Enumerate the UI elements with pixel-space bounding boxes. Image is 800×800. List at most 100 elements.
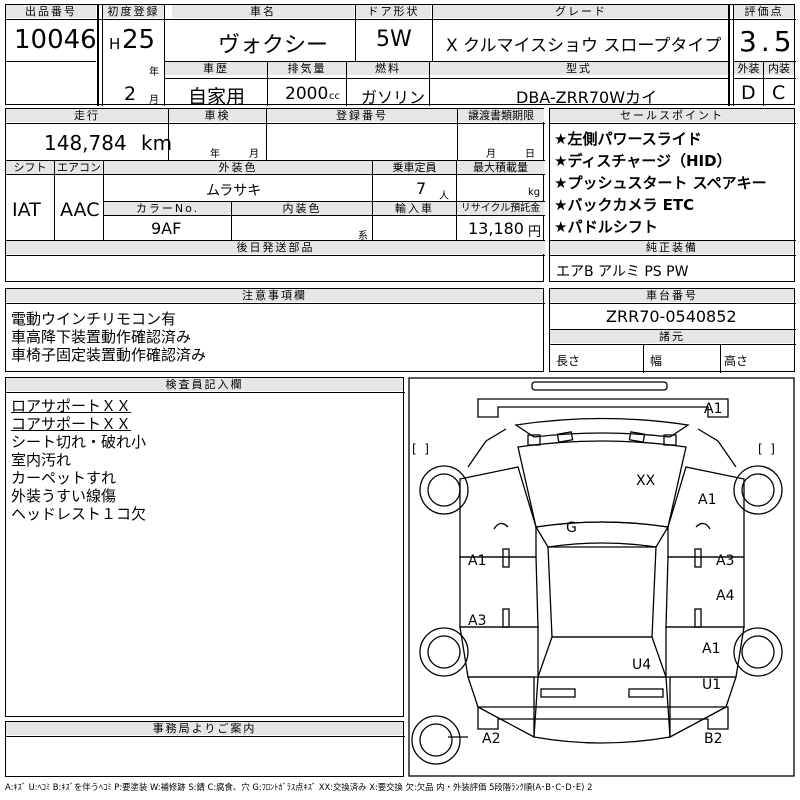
era-letter: H — [109, 35, 121, 53]
shift: IAT — [12, 199, 41, 221]
model-label: 型式 — [430, 62, 728, 75]
import-label: 輸入車 — [373, 202, 456, 215]
chassis-number: ZRR70-0540852 — [606, 307, 737, 326]
displacement-unit: cc — [329, 91, 340, 102]
office-box: 事務局よりご案内 — [5, 721, 405, 777]
reg-month: 2 — [124, 83, 137, 105]
mark-bracket-right: [ ] — [758, 442, 775, 456]
recycle-unit: 円 — [528, 225, 542, 240]
inspector-label: 検査員記入欄 — [6, 378, 403, 391]
spec-height-label: 高さ — [724, 354, 749, 368]
note-item: 車高降下装置動作確認済み — [11, 328, 192, 346]
name-label: 車名 — [172, 5, 354, 18]
capacity-unit: 人 — [439, 191, 449, 202]
month-unit: 月 — [149, 95, 159, 106]
note-item: 電動ウインチリモコン有 — [11, 310, 177, 328]
sales-point-item: ★ディスチャージ（HID） — [554, 152, 732, 170]
grade-label: グレード — [433, 5, 729, 18]
int-grade: C — [772, 82, 786, 104]
fuel-label: 燃料 — [347, 62, 429, 75]
chassis-box: 車台番号 ZRR70-0540852 諸元 長さ 幅 高さ — [549, 288, 796, 373]
equipment-value: エアB アルミ PS PW — [556, 264, 689, 280]
mark-rear-door-right: A4 — [716, 588, 735, 604]
fuel: ガソリン — [361, 88, 426, 107]
mark-bracket-left: [ ] — [412, 442, 429, 456]
reg-year: 25 — [122, 25, 156, 55]
color: ムラサキ — [206, 183, 262, 199]
sales-points-label: セールスポイント — [550, 109, 794, 122]
year-unit: 年 — [149, 67, 159, 78]
chassis-label: 車台番号 — [550, 289, 794, 302]
mark-front-door-left: A1 — [468, 553, 486, 569]
grade: X クルマイスショウ スロープタイプ — [446, 36, 722, 56]
inspection-year-unit: 年 — [210, 149, 220, 160]
first-reg-label: 初度登録 — [103, 5, 164, 18]
capacity: 7 — [416, 179, 427, 198]
transfer-day-unit: 日 — [525, 149, 535, 160]
note-item: 車椅子固定装置動作確認済み — [11, 346, 207, 364]
recycle-label: リサイクル預託金 — [457, 202, 544, 215]
mark-fender-front-right: A1 — [698, 492, 716, 508]
office-label: 事務局よりご案内 — [6, 722, 403, 735]
sales-points-box: セールスポイント ★左側パワースライド ★ディスチャージ（HID） ★プッシュスター… — [549, 108, 796, 282]
ac: AAC — [60, 199, 100, 221]
color-no: 9AF — [151, 219, 182, 238]
transfer-month-unit: 月 — [486, 149, 496, 160]
reg-label: 登録番号 — [267, 109, 457, 122]
inspection-month-unit: 月 — [249, 149, 259, 160]
mileage-unit: km — [141, 131, 173, 155]
displacement: 2000 — [285, 84, 329, 104]
door-label: ドア形状 — [356, 5, 431, 18]
displacement-label: 排気量 — [268, 62, 346, 75]
ext-label: 外装 — [734, 62, 763, 75]
inspector-item: 外装うすい線傷 — [11, 487, 117, 505]
legend: A:ｷｽﾞ U:ﾍｺﾐ B:ｷｽﾞを伴うﾍｺﾐ P:要塗装 W:補修跡 S:錆 … — [5, 782, 593, 792]
load-unit: kg — [528, 187, 541, 198]
car-diagram: A1 XX A1 G A1 A3 A3 A4 A1 U4 U1 A2 B2 [ … — [408, 377, 795, 777]
score-label: 評価点 — [734, 5, 794, 18]
ext-grade: D — [741, 82, 756, 104]
ac-label: エアコン — [55, 161, 103, 174]
model: DBA-ZRR70Wカイ — [516, 88, 658, 107]
car-name: ヴォクシー — [218, 33, 329, 58]
history-label: 車歴 — [165, 62, 267, 75]
vehicle-info-table: 走行 車検 登録番号 譲渡書類期限 148,784 km 年 月 月 日 シフト… — [5, 108, 545, 282]
color-no-label: カラーNo. — [104, 202, 231, 215]
specs-label: 諸元 — [550, 330, 794, 343]
sales-points-list: ★左側パワースライド ★ディスチャージ（HID） ★プッシュスタート スペアキー ★バ… — [554, 128, 767, 238]
door-type: 5W — [376, 27, 412, 52]
score: 3.5 — [739, 25, 796, 58]
inspector-item: カーペットすれ — [11, 469, 117, 487]
shift-label: シフト — [6, 161, 54, 174]
transfer-label: 譲渡書類期限 — [458, 109, 544, 122]
mark-hood-front: A1 — [704, 401, 722, 417]
mark-bumper-left: A2 — [482, 731, 500, 747]
inspector-item: コアサポートＸＸ — [11, 415, 132, 433]
lot-label: 出品番号 — [6, 5, 96, 18]
load-label: 最大積載量 — [457, 161, 544, 174]
mark-hood: XX — [636, 473, 656, 489]
mark-rear-right: U1 — [702, 677, 721, 693]
mark-bumper-right: B2 — [704, 731, 723, 747]
sales-point-item: ★左側パワースライド — [554, 130, 702, 148]
header-table: 出品番号 初度登録 車名 ドア形状 グレード 評価点 10046 H 25 年 … — [5, 4, 796, 108]
inspector-item: ロアサポートＸＸ — [11, 397, 132, 415]
spec-length-label: 長さ — [556, 354, 581, 368]
mark-front-door-right: A3 — [716, 553, 734, 569]
notes-box: 注意事項欄 電動ウインチリモコン有車高降下装置動作確認済み車椅子固定装置動作確認… — [5, 288, 545, 372]
mileage-label: 走行 — [6, 109, 168, 122]
mark-rear-door-left: A3 — [468, 613, 486, 629]
sales-point-item: ★バックカメラ ETC — [554, 196, 695, 214]
inspection-label: 車検 — [169, 109, 266, 122]
spec-width-label: 幅 — [650, 354, 663, 368]
inspector-item: 室内汚れ — [11, 451, 72, 469]
sales-point-item: ★プッシュスタート スペアキー — [554, 174, 767, 192]
notes-list: 電動ウインチリモコン有車高降下装置動作確認済み車椅子固定装置動作確認済み — [11, 310, 206, 364]
equipment-label: 純正装備 — [550, 241, 794, 254]
int-color-label: 内装色 — [232, 202, 372, 215]
sales-point-item: ★パドルシフト — [554, 218, 658, 236]
later-parts-label: 後日発送部品 — [6, 241, 545, 254]
inspector-item: ヘッドレスト１コ欠 — [11, 505, 147, 523]
lot-number: 10046 — [14, 25, 97, 55]
